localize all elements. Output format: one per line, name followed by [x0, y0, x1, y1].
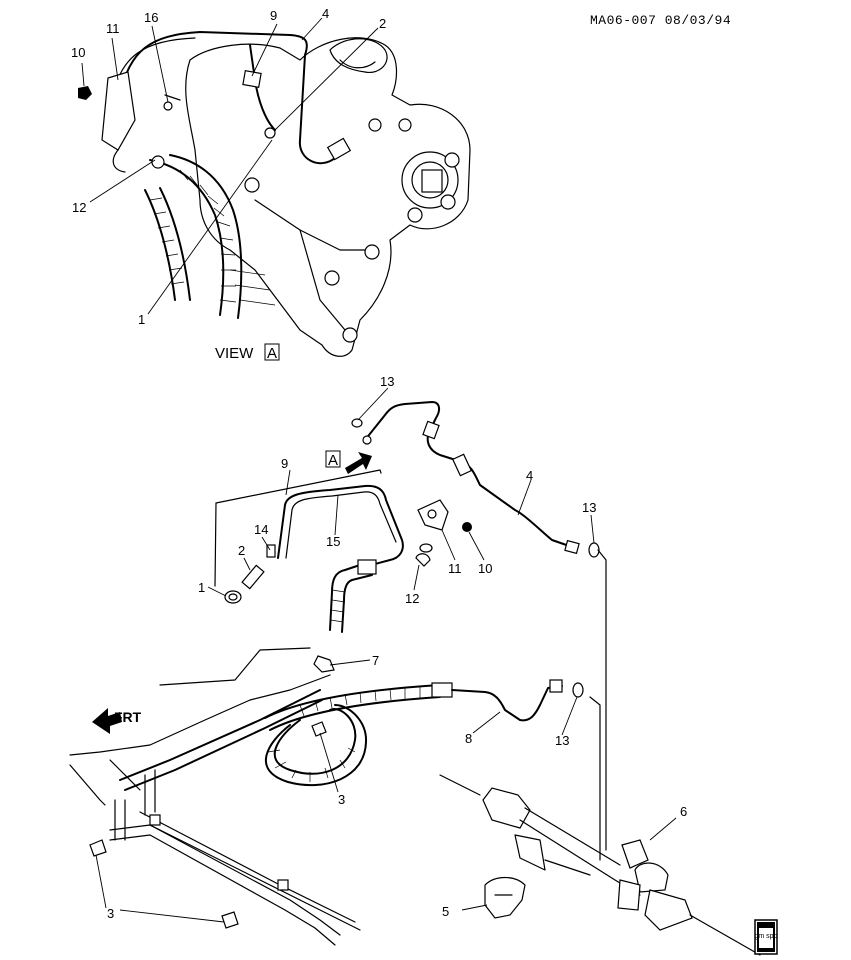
view-a-leaders	[81, 17, 379, 315]
callout-label: 2	[238, 543, 245, 558]
callout-label: 10	[71, 45, 85, 60]
callout-label: 16	[144, 10, 158, 25]
callout-label: 9	[270, 8, 277, 23]
arrow-letter: A	[328, 452, 338, 469]
callout-label: 3	[107, 906, 114, 921]
installed-view: FRT	[69, 549, 761, 956]
callout-label: 15	[326, 534, 340, 549]
front-arrow-text: FRT	[114, 709, 142, 725]
callout-label: 12	[72, 200, 86, 215]
callout-label: 1	[198, 580, 205, 595]
exploded-callouts: 13 9 14 15 2 1 4 13 11 10 12	[198, 374, 596, 606]
view-text: VIEW	[215, 345, 254, 362]
view-a-callouts: 10 11 16 9 4 2 12 1	[71, 6, 386, 327]
drawing-code: MA06-007 08/03/94	[590, 13, 731, 28]
callout-label: 5	[442, 904, 449, 919]
callout-label: 4	[526, 468, 533, 483]
view-a-label: VIEW A	[215, 343, 280, 362]
callout-label: 11	[448, 561, 462, 576]
callout-label: 9	[281, 456, 288, 471]
front-arrow-icon: FRT	[92, 708, 142, 734]
callout-label: 12	[405, 591, 419, 606]
view-letter: A	[267, 345, 277, 362]
callout-label: 13	[555, 733, 569, 748]
view-a-arrow-icon: A	[325, 450, 372, 474]
callout-label: 13	[582, 500, 596, 515]
callout-label: 6	[680, 804, 687, 819]
callout-label: 1	[138, 312, 145, 327]
exploded-parts: A	[214, 401, 600, 633]
installed-callouts: 7 8 13 3 6 3 5	[107, 653, 687, 921]
callout-label: 8	[465, 731, 472, 746]
callout-label: 2	[379, 16, 386, 31]
hose-corrugation	[267, 687, 421, 782]
callout-label: 7	[372, 653, 379, 668]
callout-label: 4	[322, 6, 329, 21]
view-a-illustration	[78, 31, 471, 357]
callout-label: 10	[478, 561, 492, 576]
bolt-icon	[244, 118, 460, 343]
callout-label: 13	[380, 374, 394, 389]
callout-label: 11	[106, 21, 120, 36]
logo-text: gm spo	[755, 933, 778, 940]
installed-leaders	[95, 659, 677, 923]
exploded-leaders	[207, 387, 595, 597]
hose-corrugation	[149, 169, 237, 303]
gm-spo-logo: gm spo	[754, 919, 778, 955]
callout-label: 14	[254, 522, 268, 537]
callout-label: 3	[338, 792, 345, 807]
